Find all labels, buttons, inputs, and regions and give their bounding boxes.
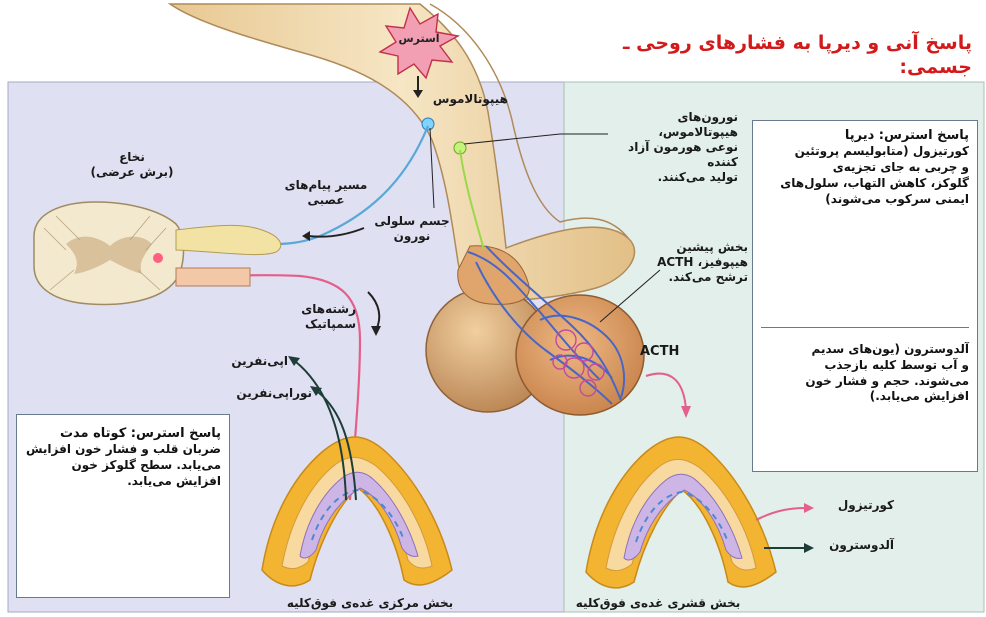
aldosterone-line-1: آلدوسترون (یون‌های سدیم bbox=[761, 342, 969, 358]
nerve-path-line-1: مسیر پیام‌های bbox=[282, 178, 370, 193]
cell-body-line-1: جسم سلولی bbox=[372, 214, 452, 229]
short-term-line-2: ضربان قلب و فشار خون افزایش bbox=[25, 442, 221, 458]
adrenal-cortex-label: بخش قشری غده‌ی فوق‌کلیه bbox=[560, 596, 756, 611]
spinal-cord-label: نخاع (برش عرضی) bbox=[86, 150, 178, 180]
aldosterone-label: آلدوسترون bbox=[818, 538, 894, 553]
short-term-line-3: می‌یابد. سطح گلوکز خون bbox=[25, 458, 221, 474]
acth-label: ACTH bbox=[640, 344, 692, 360]
hypothalamic-neurons-line-2: نوعی هورمون آزاد کننده bbox=[602, 140, 738, 170]
anterior-pituitary-line-3: ترشح می‌کند. bbox=[636, 270, 748, 285]
cortisol-label: کورتیزول bbox=[818, 498, 894, 513]
nerve-path-label: مسیر پیام‌های عصبی bbox=[282, 178, 370, 208]
aldosterone-line-2: و آب توسط کلیه بازجذب bbox=[761, 358, 969, 374]
anterior-pituitary bbox=[516, 295, 644, 415]
anterior-pituitary-line-2: هیپوفیز، ACTH bbox=[636, 255, 748, 270]
spinal-cord-line-1: نخاع bbox=[86, 150, 178, 165]
cell-body-line-2: نورون bbox=[372, 229, 452, 244]
short-term-line-4: افزایش می‌یابد. bbox=[25, 474, 221, 490]
aldosterone-line-4: افزایش می‌یابد.) bbox=[761, 389, 969, 405]
cortisol-section: پاسخ استرس: دیرپا کورتیزول (متابولیسم پر… bbox=[761, 127, 969, 328]
epinephrine-label: اپی‌نفرین bbox=[220, 354, 288, 369]
hypothalamic-neurons-line-3: تولید می‌کنند. bbox=[602, 170, 738, 185]
norepinephrine-label: نوراپی‌نفرین bbox=[226, 386, 312, 401]
sympathetic-fibers-label: رشته‌های سمپاتیک bbox=[248, 302, 356, 332]
anterior-pituitary-label: بخش پیشین هیپوفیز، ACTH ترشح می‌کند. bbox=[636, 240, 748, 285]
adrenal-medulla-label: بخش مرکزی غده‌ی فوق‌کلیه bbox=[270, 596, 470, 611]
anterior-pituitary-line-1: بخش پیشین bbox=[636, 240, 748, 255]
sympathetic-nerve-sheath bbox=[176, 268, 250, 286]
spinal-neuron-icon bbox=[153, 253, 163, 263]
stress-label: استرس bbox=[396, 32, 442, 46]
diagram-title: پاسخ آنی و دیرپا به فشارهای روحی ـ جسمی: bbox=[552, 32, 972, 80]
short-term-line-1: پاسخ استرس: کوتاه مدت bbox=[25, 425, 221, 442]
hypothalamic-neurons-line-1: نورون‌های هیپوتالاموس، bbox=[602, 110, 738, 140]
nerve-path-line-2: عصبی bbox=[282, 193, 370, 208]
hypothalamic-neurons-label: نورون‌های هیپوتالاموس، نوعی هورمون آزاد … bbox=[602, 110, 738, 185]
cortisol-line-3: و چربی به جای تجزیه‌ی bbox=[761, 160, 969, 176]
short-term-response-box: پاسخ استرس: کوتاه مدت ضربان قلب و فشار خ… bbox=[16, 414, 230, 598]
cortisol-line-5: ایمنی سرکوب می‌شوند) bbox=[761, 192, 969, 208]
cortisol-line-1: پاسخ استرس: دیرپا bbox=[761, 127, 969, 144]
cortisol-line-4: گلوکز، کاهش التهاب، سلول‌های bbox=[761, 176, 969, 192]
long-term-response-box: پاسخ استرس: دیرپا کورتیزول (متابولیسم پر… bbox=[752, 120, 978, 472]
cell-body-label: جسم سلولی نورون bbox=[372, 214, 452, 244]
cortisol-line-2: کورتیزول (متابولیسم پروتئین bbox=[761, 144, 969, 160]
hypothalamus-label: هیپوتالاموس bbox=[418, 92, 508, 107]
spinal-cord-line-2: (برش عرضی) bbox=[86, 165, 178, 180]
aldosterone-section: آلدوسترون (یون‌های سدیم و آب توسط کلیه ب… bbox=[761, 328, 969, 405]
aldosterone-line-3: می‌شوند. حجم و فشار خون bbox=[761, 374, 969, 390]
